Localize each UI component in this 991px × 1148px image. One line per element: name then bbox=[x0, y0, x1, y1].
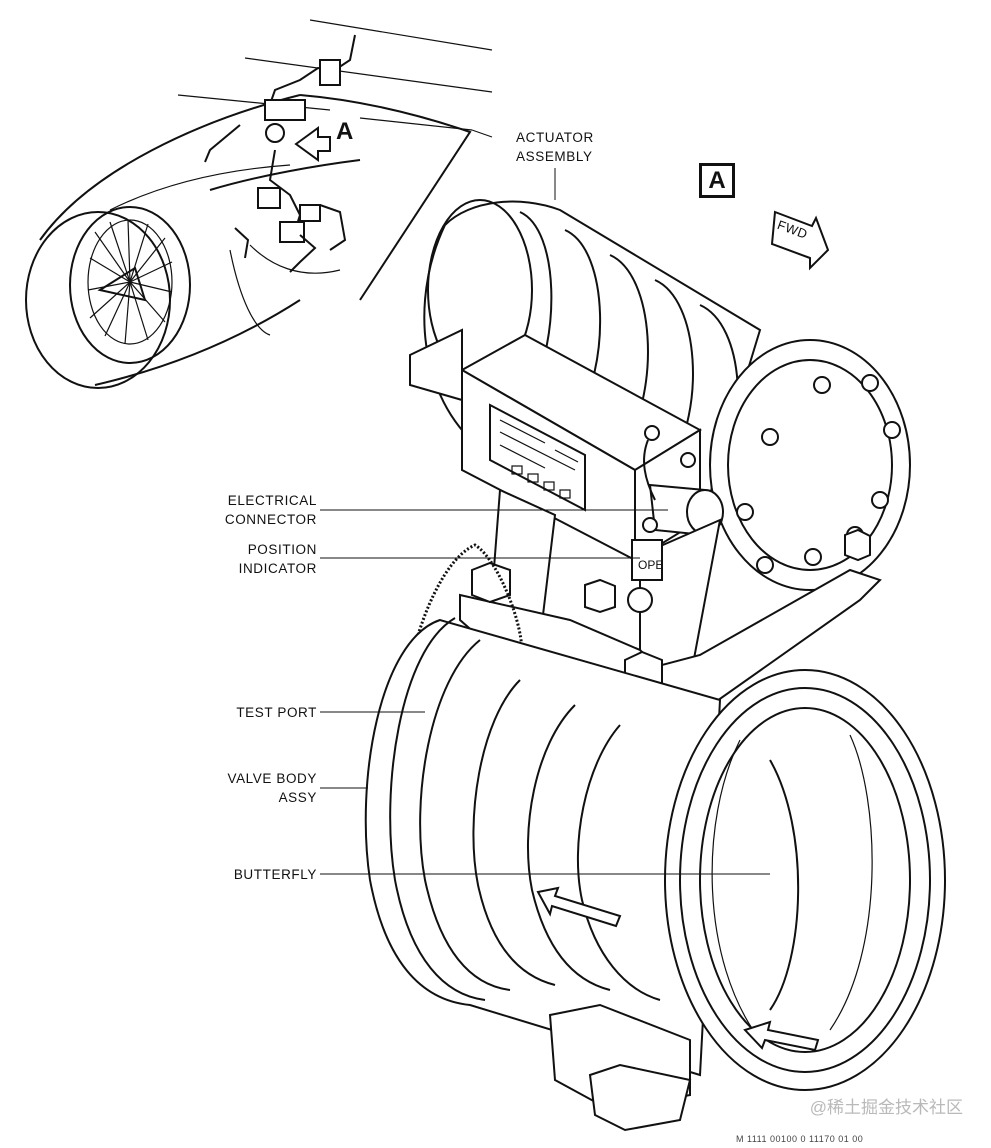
valve-body-label-line2: ASSY bbox=[278, 790, 317, 805]
electrical-label-line2: CONNECTOR bbox=[224, 512, 317, 527]
actuator-label-line1: ACTUATOR bbox=[516, 130, 594, 145]
valve-body-label: VALVE BODY ASSY bbox=[227, 769, 317, 807]
position-label-line2: INDICATOR bbox=[238, 561, 317, 576]
actuator-assembly-label: ACTUATOR ASSEMBLY bbox=[516, 128, 594, 166]
engine-inset bbox=[25, 19, 493, 389]
test-port-label: TEST PORT bbox=[236, 705, 317, 720]
position-indicator-label: POSITION INDICATOR bbox=[239, 540, 317, 578]
view-box-letter: A bbox=[699, 163, 735, 198]
actuator-label-line2: ASSEMBLY bbox=[516, 149, 593, 164]
butterfly-label: BUTTERFLY bbox=[233, 867, 317, 882]
watermark: @稀土掘金技术社区 bbox=[809, 1098, 963, 1117]
position-indicator-mark: OPE bbox=[638, 558, 664, 572]
position-label-line1: POSITION bbox=[247, 542, 317, 557]
electrical-connector-label: ELECTRICAL CONNECTOR bbox=[225, 491, 317, 529]
footer-code: M 1111 00100 0 11170 01 00 bbox=[736, 1134, 864, 1144]
view-arrow-letter: A bbox=[336, 118, 354, 145]
electrical-label-line1: ELECTRICAL bbox=[227, 493, 317, 508]
fwd-arrow bbox=[770, 210, 830, 271]
valve-body-label-line1: VALVE BODY bbox=[227, 771, 317, 786]
valve-body bbox=[364, 617, 946, 1132]
leader-lines bbox=[320, 129, 770, 875]
actuator-assembly bbox=[409, 199, 911, 591]
